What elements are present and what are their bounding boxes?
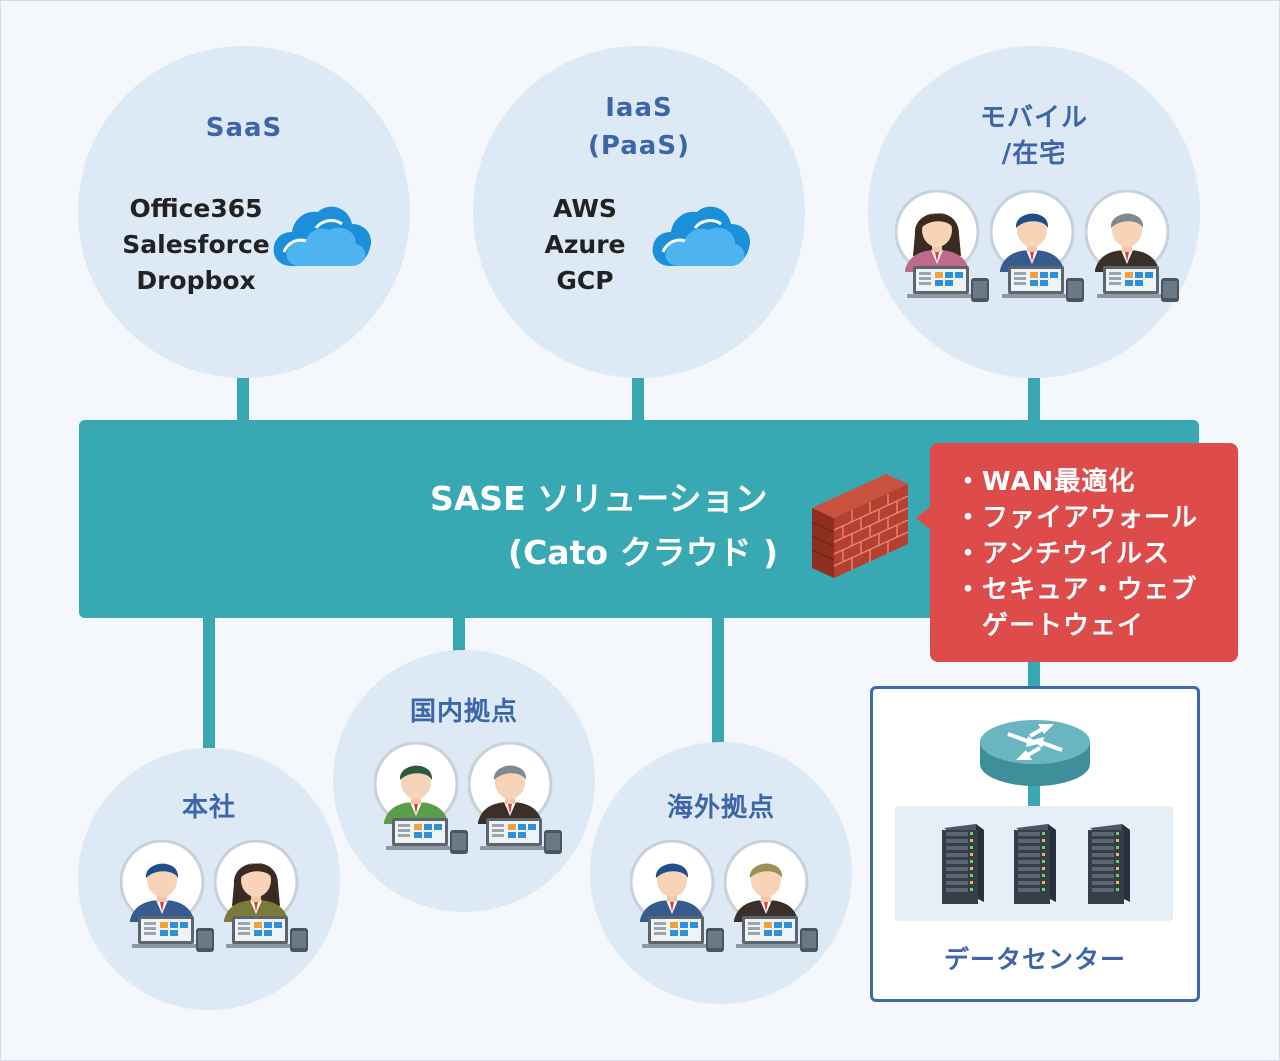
callout-item: ・アンチウイルス — [955, 539, 1170, 569]
saas-node: SaaS Office365 Salesforce Dropbox — [78, 46, 410, 378]
domestic-title: 国内拠点 — [409, 697, 518, 727]
callout-item: ゲートウェイ — [955, 611, 1145, 641]
cloud-icon — [649, 204, 753, 268]
callout-pointer — [916, 505, 932, 531]
user-avatar-icon — [990, 190, 1090, 302]
saas-list: Office365 Salesforce Dropbox — [116, 191, 276, 299]
connector-domestic — [453, 612, 465, 657]
callout-item: ・WAN最適化 — [955, 467, 1136, 497]
saas-item: Office365 — [129, 194, 263, 223]
saas-item: Salesforce — [122, 230, 270, 259]
user-avatar-icon — [468, 742, 568, 854]
connector-iaas — [632, 370, 644, 425]
user-avatar-icon — [374, 742, 474, 854]
router-icon — [978, 712, 1092, 788]
user-avatar-icon — [895, 190, 995, 302]
mobile-title-line2: /在宅 — [1001, 139, 1067, 169]
sase-label-line2: (Cato クラウド ) — [508, 533, 779, 572]
mobile-title-line1: モバイル — [979, 103, 1088, 133]
hq-title: 本社 — [181, 793, 236, 823]
sase-label-line1: SASE ソリューション — [430, 479, 768, 518]
saas-item: Dropbox — [136, 266, 256, 295]
iaas-list: AWS Azure GCP — [525, 191, 645, 299]
connector-saas — [237, 370, 249, 425]
server-rack-icon — [1084, 822, 1134, 906]
cloud-icon — [270, 204, 374, 268]
server-rack-icon — [1010, 822, 1060, 906]
iaas-title-line2: (PaaS) — [588, 131, 690, 161]
connector-hq — [203, 612, 215, 757]
iaas-title-line1: IaaS — [605, 93, 673, 123]
user-avatar-icon — [214, 840, 314, 952]
firewall-icon — [808, 464, 912, 580]
iaas-node: IaaS (PaaS) AWS Azure GCP — [473, 46, 805, 378]
connector-mobile — [1028, 370, 1040, 425]
iaas-item: GCP — [556, 266, 614, 295]
user-avatar-icon — [1085, 190, 1185, 302]
overseas-title: 海外拠点 — [666, 793, 775, 823]
saas-title: SaaS — [205, 113, 283, 143]
server-rack-icon — [938, 822, 988, 906]
user-avatar-icon — [724, 840, 824, 952]
callout-item: ・セキュア・ウェブ — [955, 575, 1198, 605]
user-avatar-icon — [120, 840, 220, 952]
iaas-item: AWS — [553, 194, 617, 223]
callout-item: ・ファイアウォール — [955, 503, 1199, 533]
connector-overseas — [712, 612, 724, 757]
user-avatar-icon — [630, 840, 730, 952]
sase-label: SASE ソリューション (Cato クラウド ) — [430, 472, 850, 580]
datacenter-label: データセンター — [943, 945, 1126, 974]
iaas-item: Azure — [544, 230, 626, 259]
feature-callout — [930, 443, 1238, 662]
